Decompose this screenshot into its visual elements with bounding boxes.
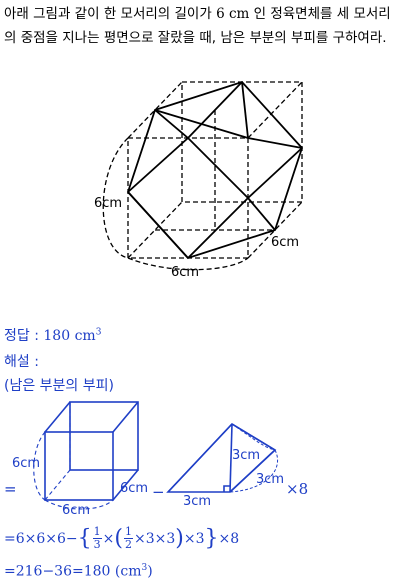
solution-times8: ×8 xyxy=(286,480,309,498)
eq1-close-paren: ) xyxy=(175,525,184,551)
answer-value: 180 xyxy=(43,328,71,344)
eq1-open-brace: { xyxy=(77,525,92,551)
fig1-label-bottom: 6cm xyxy=(171,265,199,280)
cube-label-right: 6cm xyxy=(120,481,148,496)
eq1-start: =6×6×6− xyxy=(4,530,78,547)
eq2-unit: (cm xyxy=(114,563,142,580)
cube-label-left: 6cm xyxy=(12,456,40,471)
eq2-exp: 3 xyxy=(141,563,148,573)
answer-line: 정답 : 180 cm3 xyxy=(4,325,101,345)
pyramid-label-top: 3cm xyxy=(232,448,260,463)
minus-sign: − xyxy=(152,483,165,501)
eq1-open-paren: ( xyxy=(114,525,123,551)
eq1-close-brace: } xyxy=(204,525,219,551)
eq1-frac1-num: 1 xyxy=(92,525,102,539)
problem-text-before: 아래 그림과 같이 한 모서리의 길이가 xyxy=(4,6,212,22)
eq2-text: =216−36=180 xyxy=(4,563,111,580)
eq1-frac2: 1 2 xyxy=(123,525,133,551)
eq1-end: ×8 xyxy=(218,530,240,547)
problem-value: 6 xyxy=(216,6,225,22)
cube-label-bottom: 6cm xyxy=(62,503,90,518)
eq1-frac1-den: 3 xyxy=(93,538,101,551)
eq1-frac2-den: 2 xyxy=(124,538,132,551)
eq2-close: ) xyxy=(147,563,153,580)
problem-text-after: 인 정육면체를 세 모서리의 중점을 지나는 평면으로 잘랐을 때, 남은 부분… xyxy=(4,6,391,46)
eq1-inner: ×3×3 xyxy=(133,530,176,547)
equation-line-1: =6×6×6− { 1 3 × ( 1 2 ×3×3 ) ×3 } ×8 xyxy=(4,526,239,551)
eq1-times3: ×3 xyxy=(183,530,205,547)
equation-line-2: =216−36=180 (cm3) xyxy=(4,563,153,580)
eq1-frac2-num: 1 xyxy=(123,525,133,539)
problem-text: 아래 그림과 같이 한 모서리의 길이가 6 cm 인 정육면체를 세 모서리의… xyxy=(4,2,396,50)
answer-unit: cm xyxy=(74,328,96,344)
solution-label: 해설 : xyxy=(4,354,39,370)
answer-exp: 3 xyxy=(95,327,102,338)
solution-part-title: (남은 부분의 부피) xyxy=(4,378,114,394)
eq1-frac1: 1 3 xyxy=(92,525,102,551)
problem-unit: cm xyxy=(228,6,250,22)
eq1-times: × xyxy=(102,530,115,547)
pyramid-label-bottom: 3cm xyxy=(183,494,211,509)
solution-eq-sign: = xyxy=(4,480,17,498)
fig1-label-right: 6cm xyxy=(271,235,299,250)
fig1-label-left: 6cm xyxy=(94,196,122,211)
answer-label: 정답 : xyxy=(4,328,39,344)
pyramid-label-right: 3cm xyxy=(256,472,284,487)
